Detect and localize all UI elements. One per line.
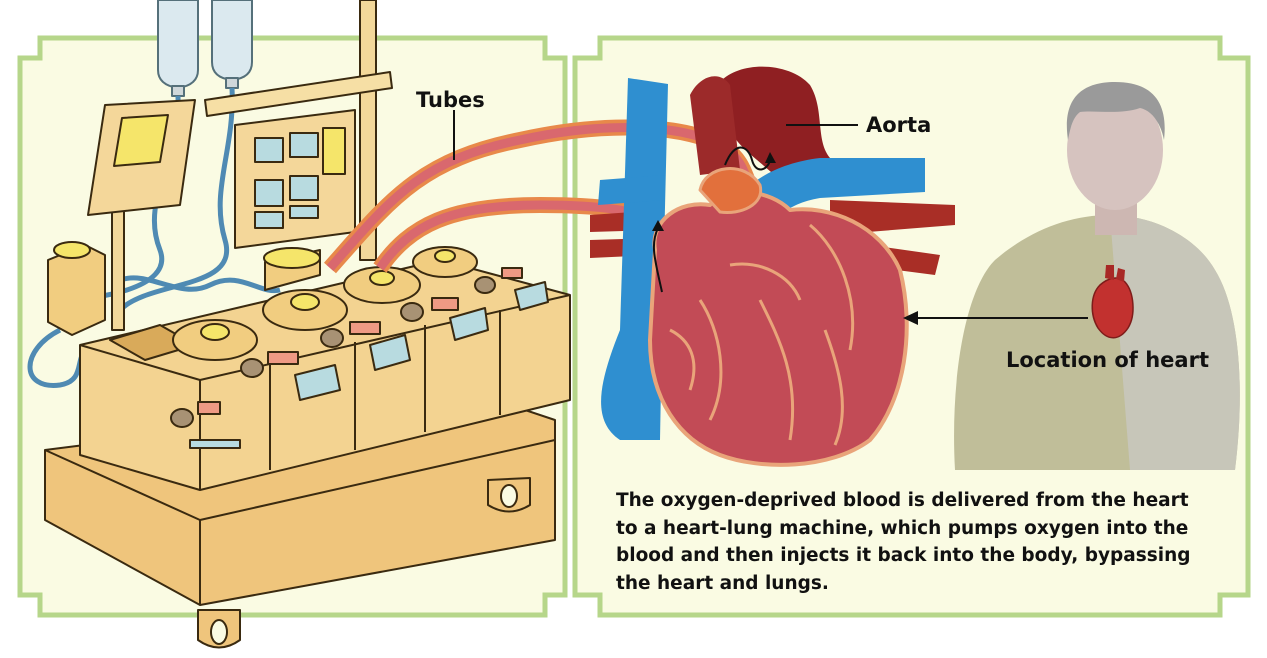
caption-text: The oxygen-deprived blood is delivered f… xyxy=(616,487,1216,597)
aorta-label: Aorta xyxy=(866,113,931,137)
location-of-heart-label: Location of heart xyxy=(1006,348,1209,372)
tubes-label: Tubes xyxy=(416,88,485,112)
